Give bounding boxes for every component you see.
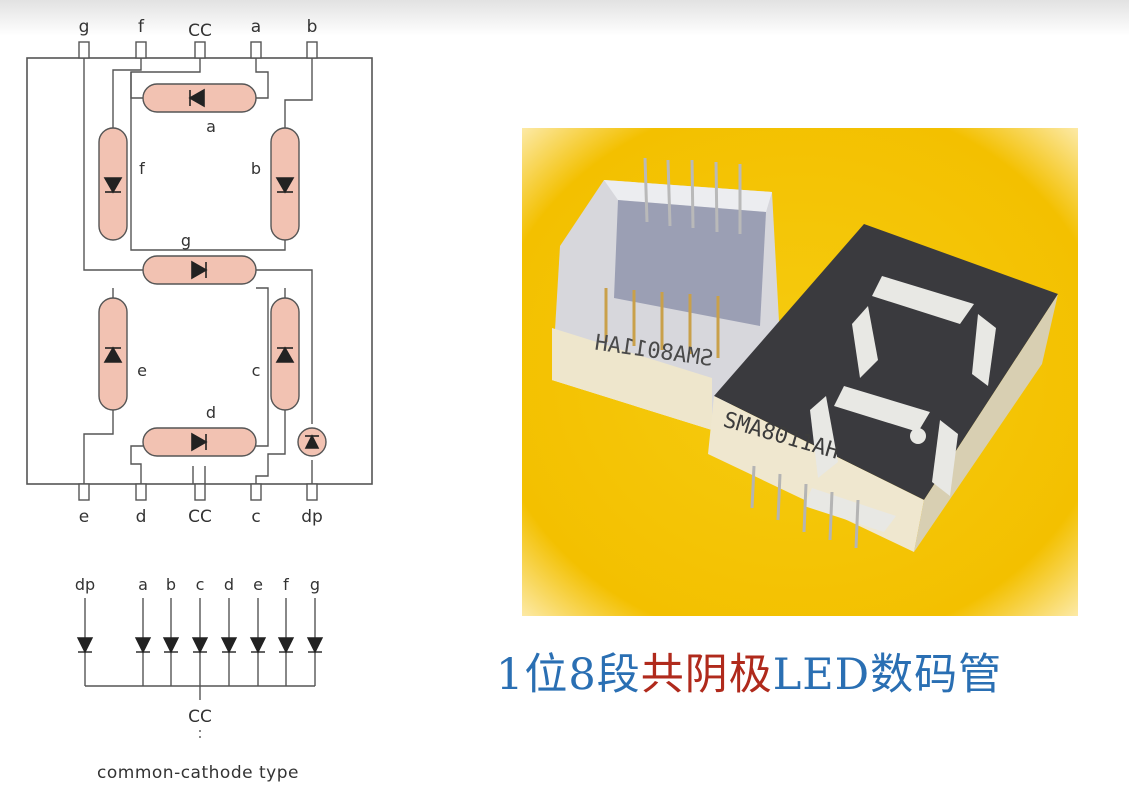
common-cathode-diagram: dp a b c d e f g CC common-cathode type	[75, 575, 324, 783]
back-display: SMA8011AH	[552, 157, 780, 430]
front-display: SMA8011AH	[708, 224, 1058, 552]
cc-common-label: CC	[188, 707, 212, 727]
top-gradient-bar	[0, 0, 1129, 36]
cc-col-label-c: c	[196, 575, 205, 594]
cc-col-label-g: g	[310, 575, 320, 594]
segment-label-d: d	[206, 403, 216, 422]
caption-part-1: 1位8段	[496, 650, 641, 700]
bottom-pin-stubs	[78, 483, 318, 501]
segment-label-e: e	[137, 361, 147, 380]
cc-col-label-a: a	[138, 575, 148, 594]
bottom-pin-label-cc: CC	[188, 507, 212, 527]
segment-label-c: c	[252, 361, 261, 380]
internal-wiring	[83, 58, 313, 484]
top-pin-label-b: b	[307, 17, 318, 37]
caption-part-2: 共阴极	[640, 650, 773, 700]
segment-label-g: g	[181, 231, 191, 250]
bottom-pin-label-e: e	[79, 507, 89, 527]
cc-col-label-dp: dp	[75, 575, 95, 594]
cc-col-label-d: d	[224, 575, 234, 594]
top-pin-label-g: g	[79, 17, 90, 37]
caption-title: 1位8段共阴极LED数码管	[496, 640, 1116, 702]
segment-label-a: a	[206, 117, 216, 136]
diode-symbols	[103, 88, 320, 452]
segment-label-b: b	[251, 159, 261, 178]
top-pin-label-a: a	[251, 17, 261, 37]
bottom-pin-label-dp: dp	[301, 507, 323, 527]
cc-col-label-b: b	[166, 575, 176, 594]
segment-label-f: f	[139, 159, 145, 178]
cc-col-label-f: f	[283, 575, 289, 594]
bottom-pin-label-c: c	[251, 507, 260, 527]
top-pin-stubs	[78, 41, 318, 59]
bottom-pin-label-d: d	[136, 507, 147, 527]
led-display-photo: SMA8011AH SMA8011AH	[522, 128, 1078, 616]
cc-caption: common-cathode type	[97, 763, 299, 783]
caption-part-3: LED数码管	[772, 650, 1003, 700]
top-pin-label-cc: CC	[188, 21, 212, 41]
cc-col-label-e: e	[253, 575, 263, 594]
decimal-point	[910, 428, 926, 444]
top-pin-label-f: f	[138, 17, 145, 37]
